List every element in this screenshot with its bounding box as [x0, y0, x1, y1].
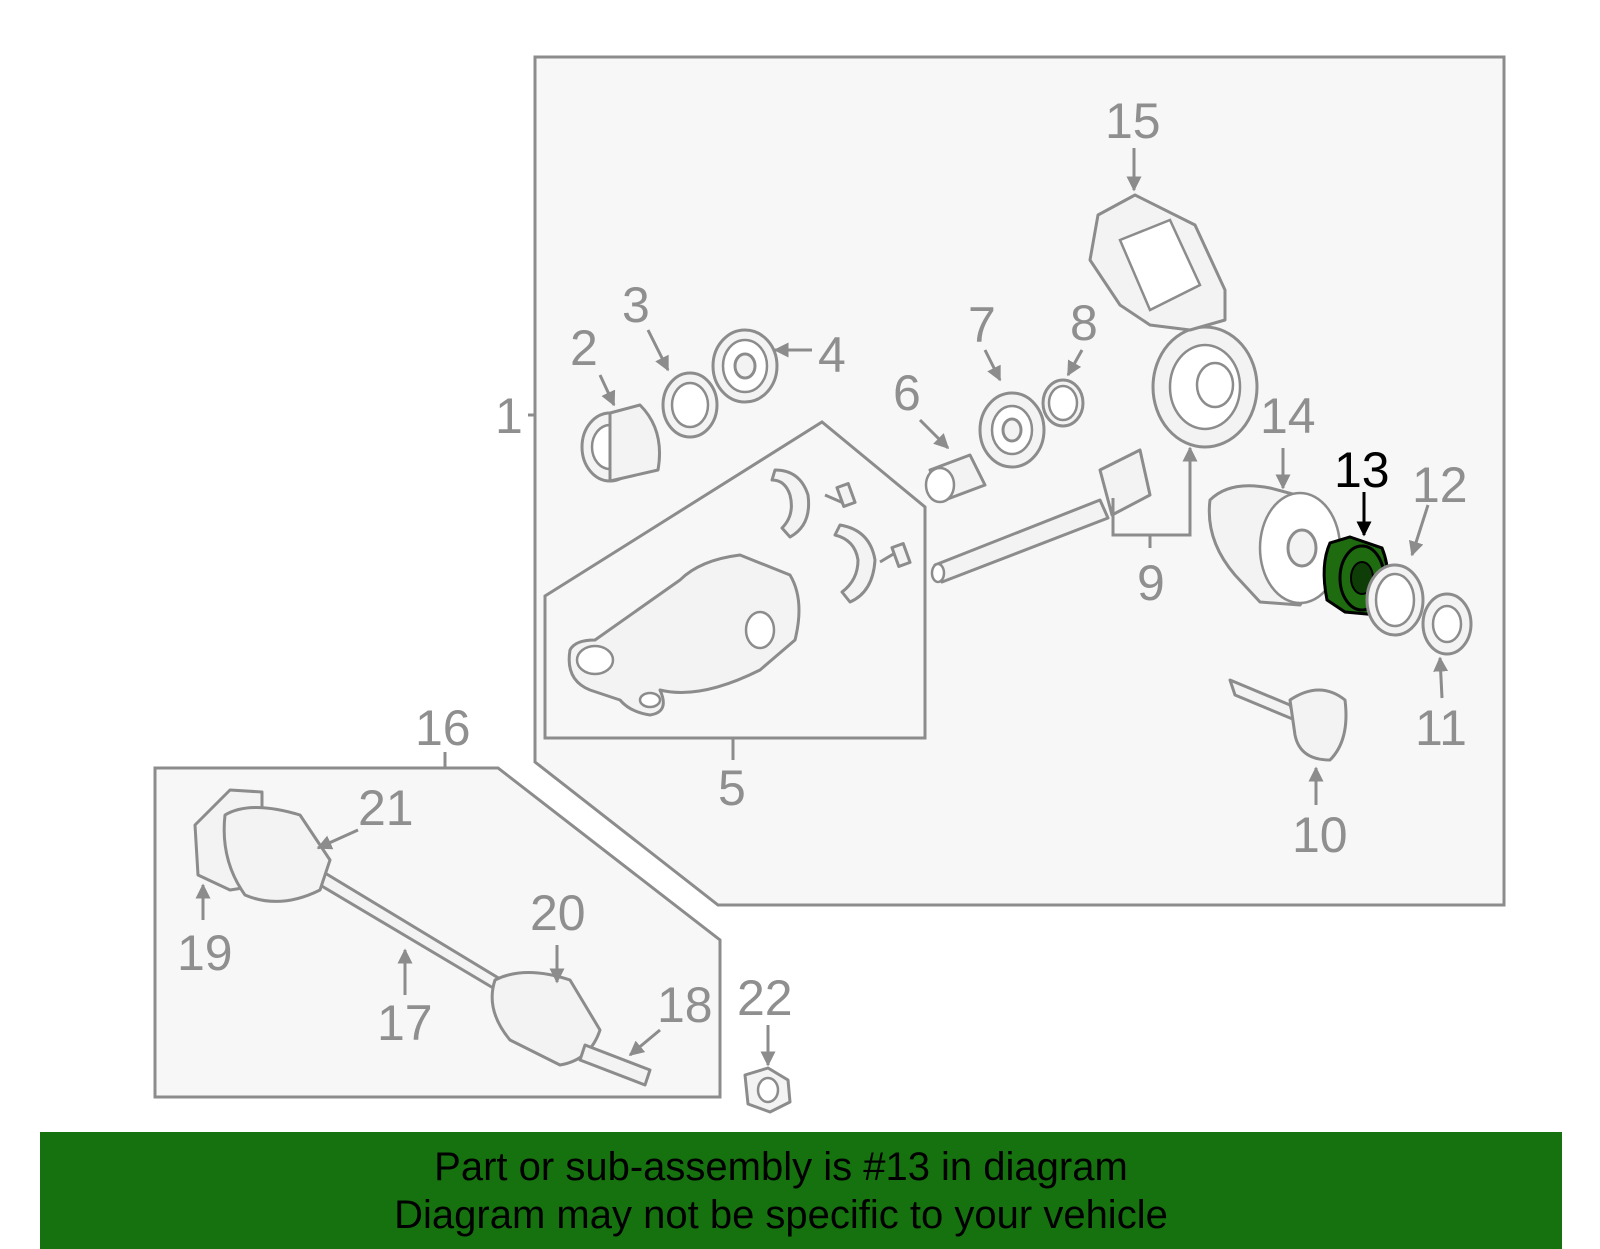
callout-4[interactable]: 4 — [818, 327, 846, 383]
info-banner: Part or sub-assembly is #13 in diagram D… — [40, 1132, 1562, 1249]
part-9-pinion-and-ring-gear — [930, 325, 1259, 584]
callout-15[interactable]: 15 — [1105, 93, 1161, 149]
callout-5[interactable]: 5 — [718, 760, 746, 816]
part-15-differential-cover — [1088, 193, 1227, 332]
part-18-stub-shaft — [578, 1043, 652, 1087]
callout-11[interactable]: 11 — [1415, 700, 1467, 756]
part-7-bearing — [978, 391, 1046, 469]
part-5-carrier-housing — [567, 468, 912, 717]
part-21-inner-boot — [222, 806, 332, 903]
callout-16[interactable]: 16 — [415, 700, 471, 756]
callout-7[interactable]: 7 — [968, 297, 996, 353]
callout-6[interactable]: 6 — [893, 365, 921, 421]
part-4-bearing — [711, 328, 779, 404]
part-14-differential-case — [1207, 484, 1342, 607]
part-11-oil-seal — [1421, 592, 1473, 656]
callout-8[interactable]: 8 — [1070, 295, 1098, 351]
part-10-side-flange — [1228, 678, 1348, 762]
part-12-race-ring — [1365, 563, 1425, 637]
callout-10[interactable]: 10 — [1292, 807, 1348, 863]
callout-9[interactable]: 9 — [1137, 555, 1165, 611]
callout-13[interactable]: 13 — [1334, 442, 1390, 498]
callout-12[interactable]: 12 — [1412, 457, 1468, 513]
callout-21[interactable]: 21 — [358, 780, 414, 836]
part-2-cv-cup — [580, 403, 662, 483]
callout-17[interactable]: 17 — [377, 995, 433, 1051]
callout-2[interactable]: 2 — [570, 320, 598, 376]
leader-lines — [195, 148, 1449, 1067]
callout-3[interactable]: 3 — [622, 277, 650, 333]
callout-20[interactable]: 20 — [530, 885, 586, 941]
callout-14[interactable]: 14 — [1260, 388, 1316, 444]
part-3-seal-ring — [661, 371, 719, 439]
part-6-sleeve — [924, 453, 987, 504]
callout-19[interactable]: 19 — [177, 925, 233, 981]
part-22-nut — [743, 1066, 792, 1114]
part-8-o-ring — [1041, 378, 1085, 428]
callout-18[interactable]: 18 — [657, 977, 713, 1033]
callout-1[interactable]: 1 — [495, 388, 523, 444]
banner-line-part: Part or sub-assembly is #13 in diagram — [434, 1144, 1128, 1189]
banner-line-disclaimer: Diagram may not be specific to your vehi… — [394, 1192, 1168, 1237]
callout-22[interactable]: 22 — [737, 970, 793, 1026]
